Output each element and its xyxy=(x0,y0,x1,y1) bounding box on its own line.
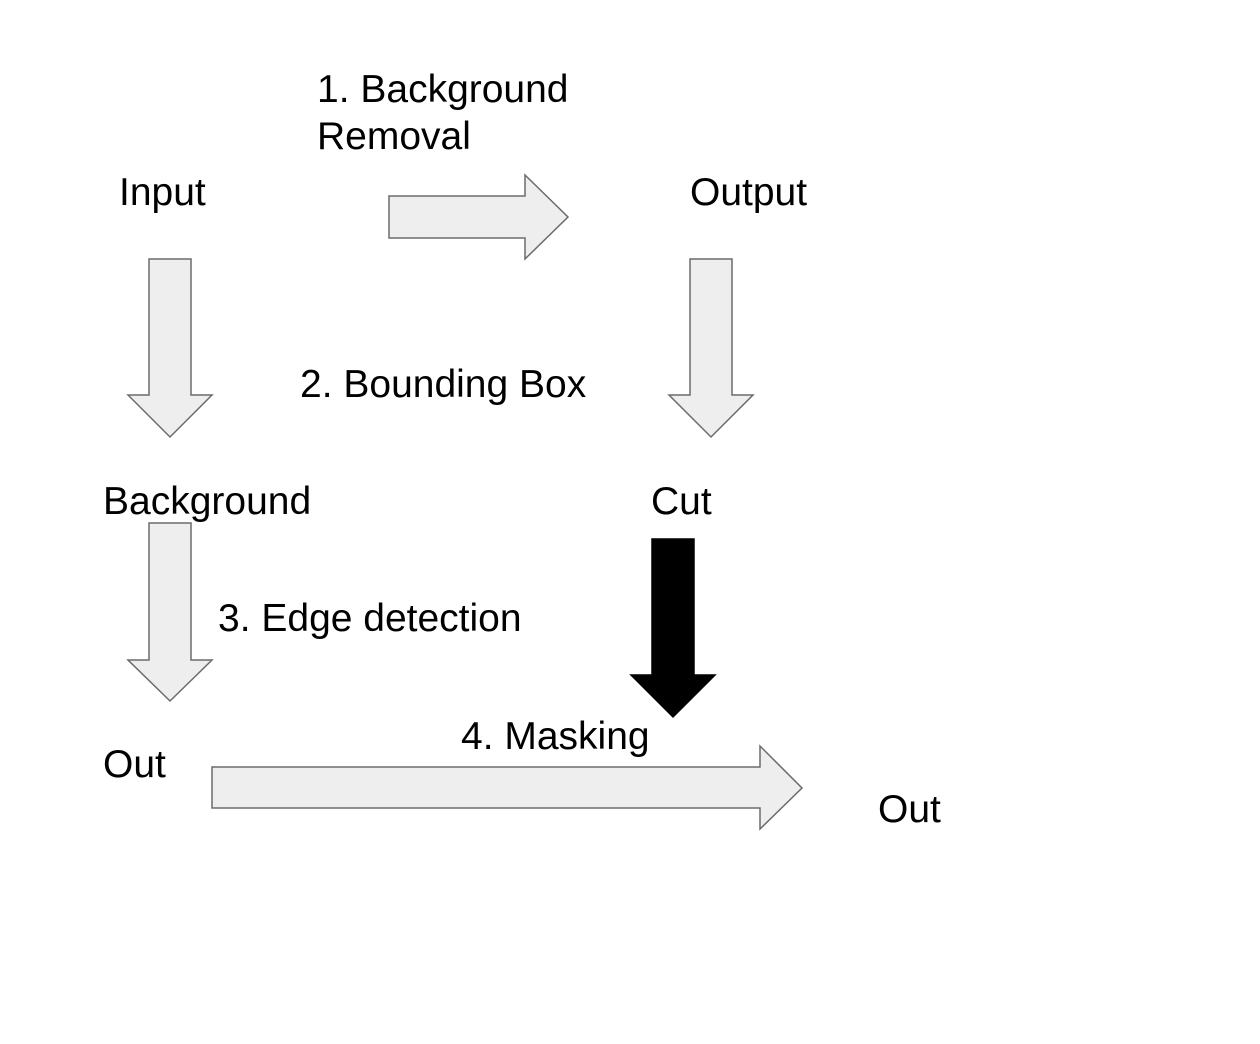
arrow-out-to-out xyxy=(211,744,804,831)
node-output-label: Output xyxy=(690,171,808,214)
node-out-left-label: Out xyxy=(103,743,166,786)
step1-label-line1: 1. Background xyxy=(317,68,569,111)
step1-label: 1. Background Removal xyxy=(317,66,569,160)
step2-label: 2. Bounding Box xyxy=(300,363,587,406)
arrow-input-to-background xyxy=(126,258,214,439)
arrow-output-to-cut xyxy=(667,258,755,439)
node-cut-label: Cut xyxy=(651,480,712,523)
arrow-input-to-output xyxy=(388,173,570,261)
node-background-label: Background xyxy=(103,480,312,523)
arrow-cut-down-highlighted xyxy=(629,538,717,719)
node-out-right-label: Out xyxy=(878,788,941,831)
node-input-label: Input xyxy=(119,171,206,214)
step3-label: 3. Edge detection xyxy=(218,597,522,640)
arrow-background-to-out xyxy=(126,522,214,703)
step4-label: 4. Masking xyxy=(461,715,650,758)
step1-label-line2: Removal xyxy=(317,115,471,158)
